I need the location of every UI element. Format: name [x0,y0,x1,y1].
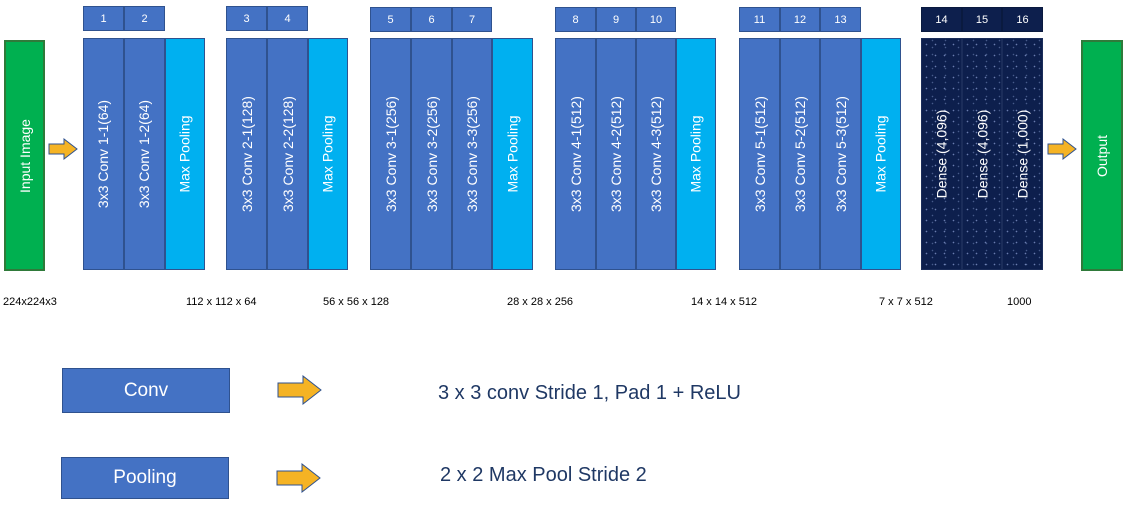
dimension-label: 28 x 28 x 256 [507,296,574,308]
legend-conv-box: Conv [62,368,230,413]
conv-layer: 3x3 Conv 2-2(128) [267,38,308,270]
conv-layer: 3x3 Conv 3-2(256) [411,38,452,270]
conv-layer: 3x3 Conv 5-3(512) [820,38,861,270]
layer-number-3: 3 [226,6,267,31]
dense-layer: Dense (1,000) [1002,38,1043,270]
layer-number-2: 2 [124,6,165,31]
pool-layer: Max Pooling [165,38,205,270]
layer-label: 3x3 Conv 3-1(256) [382,96,399,212]
layer-number-7: 7 [452,7,492,32]
layer-label: Dense (1,000) [1014,109,1031,199]
dimension-label: 1000 [1007,296,1032,308]
arrow-icon [1047,138,1077,160]
pool-layer: Max Pooling [308,38,348,270]
output-label: Output [1094,134,1110,177]
conv-layer: 3x3 Conv 1-2(64) [124,38,165,270]
conv-layer: 3x3 Conv 4-1(512) [555,38,596,270]
layer-label: 3x3 Conv 1-2(64) [136,99,153,209]
conv-layer: 3x3 Conv 3-3(256) [452,38,492,270]
conv-layer: 3x3 Conv 4-2(512) [596,38,636,270]
pool-layer: Max Pooling [861,38,901,270]
layer-number-5: 5 [370,7,411,32]
output-box: Output [1081,40,1123,271]
layer-label: 3x3 Conv 3-3(256) [464,96,481,212]
layer-label: 3x3 Conv 5-3(512) [832,96,849,212]
conv-layer: 3x3 Conv 2-1(128) [226,38,267,270]
layer-label: 3x3 Conv 2-2(128) [279,96,296,212]
layer-number-13: 13 [820,7,861,32]
layer-label: 3x3 Conv 4-2(512) [608,96,625,212]
layer-label: Max Pooling [504,115,521,193]
input-image-box: Input Image [4,40,45,271]
layer-number-1: 1 [83,6,124,31]
dimension-label: 7 x 7 x 512 [879,296,933,308]
dense-layer: Dense (4,096) [962,38,1002,270]
layer-number-12: 12 [780,7,820,32]
legend-pooling-description: 2 x 2 Max Pool Stride 2 [440,464,647,486]
pool-layer: Max Pooling [492,38,533,270]
layer-number-9: 9 [596,7,636,32]
layer-label: 3x3 Conv 4-3(512) [648,96,665,212]
dimension-label: 112 x 112 x 64 [186,296,257,308]
arrow-icon [276,463,321,493]
layer-label: Dense (4,096) [933,109,950,199]
layer-label: Max Pooling [688,115,705,193]
pool-layer: Max Pooling [676,38,716,270]
dimension-label: 224x224x3 [3,296,57,308]
layer-label: 3x3 Conv 4-1(512) [567,96,584,212]
layer-label: 3x3 Conv 2-1(128) [238,96,255,212]
conv-layer: 3x3 Conv 3-1(256) [370,38,411,270]
layer-label: 3x3 Conv 5-2(512) [792,96,809,212]
layer-number-4: 4 [267,6,308,31]
input-image-label: Input Image [16,118,33,193]
arrow-icon [277,375,322,405]
layer-label: Max Pooling [320,115,337,193]
conv-layer: 3x3 Conv 4-3(512) [636,38,676,270]
layer-number-15: 15 [962,7,1002,32]
layer-number-14: 14 [921,7,962,32]
arrow-icon [48,138,78,160]
layer-label: Dense (4,096) [974,109,990,199]
layer-number-10: 10 [636,7,676,32]
layer-label: 3x3 Conv 3-2(256) [423,96,440,212]
layer-label: Max Pooling [873,115,890,193]
layer-number-16: 16 [1002,7,1043,32]
conv-layer: 3x3 Conv 5-2(512) [780,38,820,270]
dimension-label: 56 x 56 x 128 [323,296,390,308]
layer-label: 3x3 Conv 1-1(64) [95,99,112,209]
conv-layer: 3x3 Conv 5-1(512) [739,38,780,270]
layer-label: 3x3 Conv 5-1(512) [751,96,768,212]
layer-label: Max Pooling [177,115,194,193]
legend-pooling-box: Pooling [61,457,229,499]
legend-conv-description: 3 x 3 conv Stride 1, Pad 1 + ReLU [438,382,741,404]
layer-number-8: 8 [555,7,596,32]
dense-layer: Dense (4,096) [921,38,962,270]
layer-number-6: 6 [411,7,452,32]
layer-number-11: 11 [739,7,780,32]
dimension-label: 14 x 14 x 512 [691,296,758,308]
conv-layer: 3x3 Conv 1-1(64) [83,38,124,270]
